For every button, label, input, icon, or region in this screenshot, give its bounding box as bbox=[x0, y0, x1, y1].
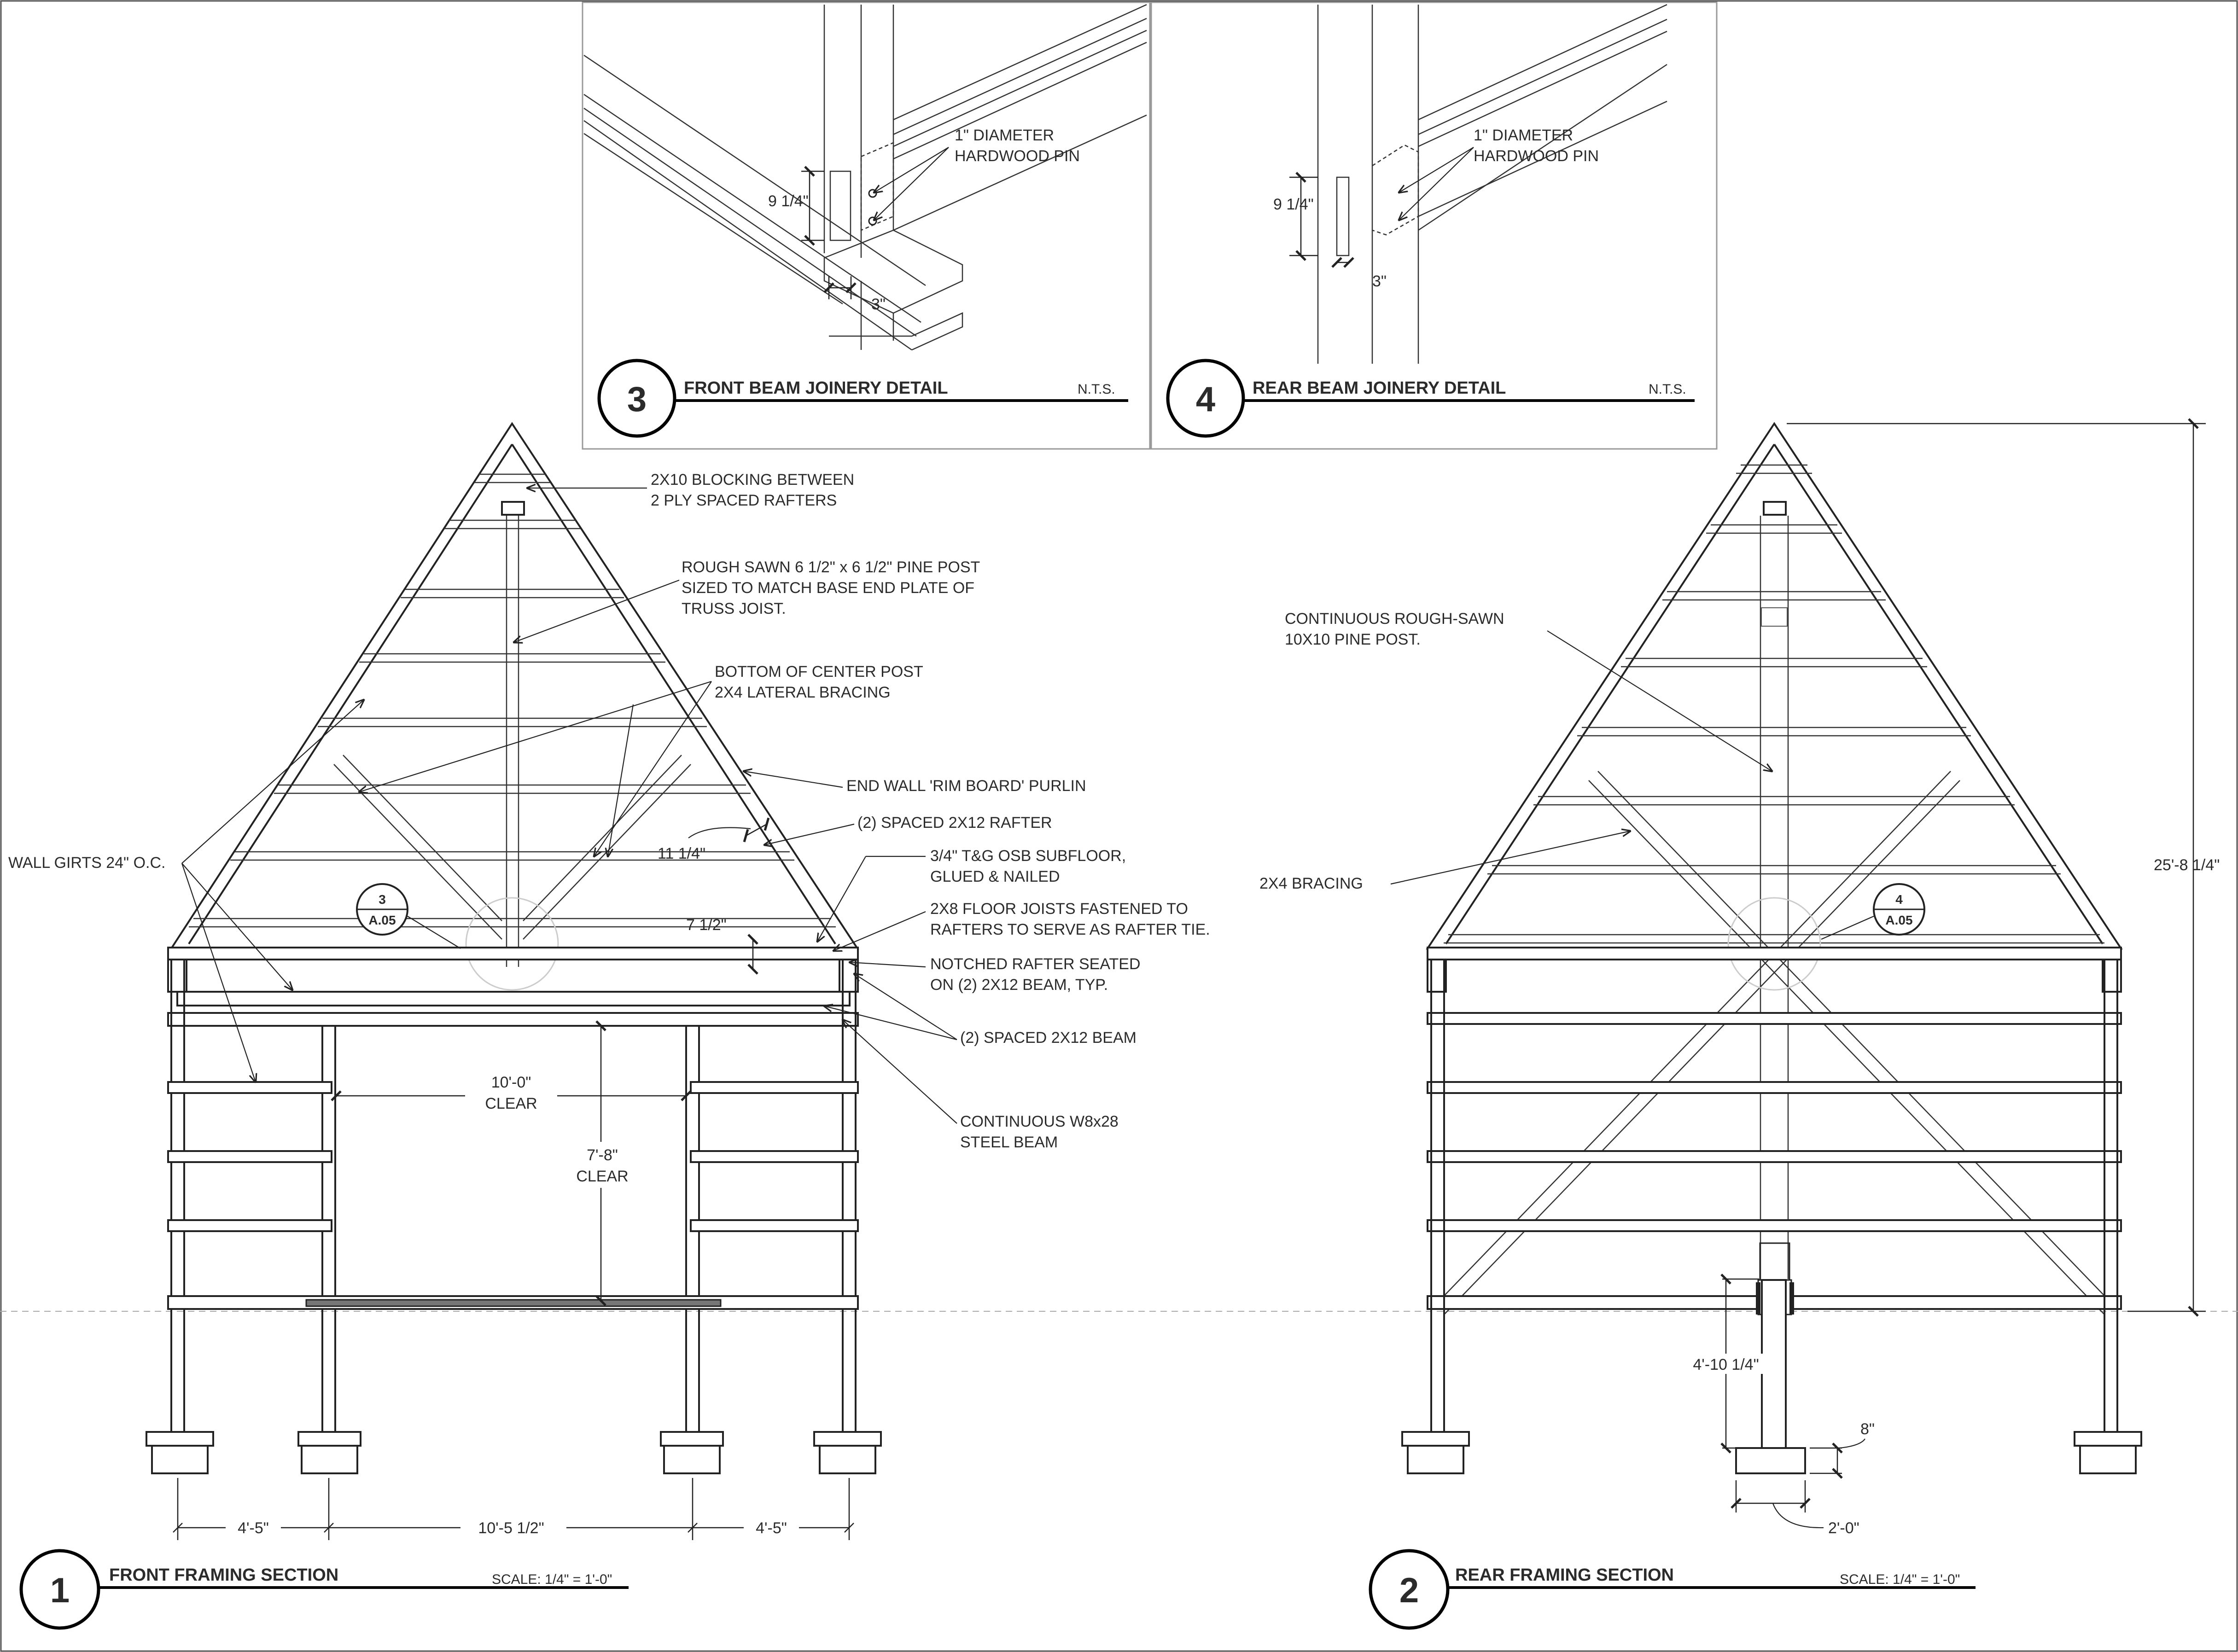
dim-bay-left: 4'-5" bbox=[238, 1519, 269, 1537]
callout-joists-2: RAFTERS TO SERVE AS RAFTER TIE. bbox=[930, 921, 1210, 938]
callout-bottom-post-2: 2X4 LATERAL BRACING bbox=[715, 684, 891, 701]
section-2-number: 2 bbox=[1399, 1571, 1419, 1610]
dim-joist-depth: 7 1/2" bbox=[686, 916, 727, 934]
detail-tag-4-sheet: A.05 bbox=[1885, 913, 1912, 927]
d3-number: 3 bbox=[627, 380, 647, 419]
section-1-number-circle bbox=[19, 1549, 100, 1630]
section-2-number-circle bbox=[1369, 1549, 1450, 1630]
section-1-title: FRONT FRAMING SECTION bbox=[109, 1565, 338, 1585]
callout-subfloor-1: 3/4" T&G OSB SUBFLOOR, bbox=[930, 847, 1126, 865]
dim-opening-width-2: CLEAR bbox=[485, 1095, 537, 1112]
callout-notched-2: ON (2) 2X12 BEAM, TYP. bbox=[930, 976, 1108, 994]
callout-rear-post-2: 10X10 PINE POST. bbox=[1285, 631, 1421, 648]
dim-opening-height-1: 7'-8" bbox=[587, 1146, 618, 1164]
detail-tag-3-sheet: A.05 bbox=[368, 913, 396, 927]
front-framing-section: 2X10 BLOCKING BETWEEN 2 PLY SPACED RAFTE… bbox=[8, 422, 1210, 1630]
callout-rafter: (2) SPACED 2X12 RAFTER bbox=[857, 814, 1052, 832]
callout-post-3: TRUSS JOIST. bbox=[682, 600, 786, 617]
d4-scale: N.T.S. bbox=[1649, 382, 1686, 397]
dim-rafter-depth: 11 1/4" bbox=[658, 845, 705, 862]
callout-subfloor-2: GLUED & NAILED bbox=[930, 868, 1060, 885]
section-1-number: 1 bbox=[50, 1571, 70, 1610]
d3-dim-height: 9 1/4" bbox=[768, 192, 809, 210]
dim-bay-center: 10'-5 1/2" bbox=[478, 1519, 544, 1537]
detail-3-panel: 1" DIAMETER HARDWOOD PIN 9 1/4" 3" 3 FRO… bbox=[582, 1, 1151, 450]
d4-pin-note-2: HARDWOOD PIN bbox=[1474, 147, 1599, 165]
dim-bay-right: 4'-5" bbox=[756, 1519, 787, 1537]
callout-joists-1: 2X8 FLOOR JOISTS FASTENED TO bbox=[930, 900, 1188, 918]
callout-bracing: 2X4 BRACING bbox=[1259, 875, 1363, 892]
d4-dim-height: 9 1/4" bbox=[1273, 196, 1314, 213]
callout-beam: (2) SPACED 2X12 BEAM bbox=[960, 1029, 1136, 1047]
section-2-scale: SCALE: 1/4" = 1'-0" bbox=[1840, 1572, 1960, 1587]
callout-post-1: ROUGH SAWN 6 1/2" x 6 1/2" PINE POST bbox=[682, 558, 980, 576]
callout-steel-2: STEEL BEAM bbox=[960, 1134, 1058, 1151]
d4-number-circle bbox=[1166, 359, 1245, 438]
d3-pin-note-2: HARDWOOD PIN bbox=[955, 147, 1080, 165]
section-2-title: REAR FRAMING SECTION bbox=[1455, 1565, 1674, 1585]
callout-notched-1: NOTCHED RAFTER SEATED bbox=[930, 955, 1141, 973]
callout-bottom-post-1: BOTTOM OF CENTER POST bbox=[715, 663, 923, 681]
dim-opening-height-2: CLEAR bbox=[576, 1168, 628, 1185]
d3-number-circle bbox=[597, 359, 676, 438]
d3-dim-width: 3" bbox=[871, 296, 886, 313]
dim-footing-width: 2'-0" bbox=[1828, 1519, 1859, 1537]
detail-tag-3-number: 3 bbox=[379, 892, 386, 907]
d4-dim-width: 3" bbox=[1372, 273, 1387, 290]
callout-girts: WALL GIRTS 24" O.C. bbox=[8, 854, 165, 872]
detail-4-panel: 1" DIAMETER HARDWOOD PIN 9 1/4" 3" 4 REA… bbox=[1150, 1, 1718, 450]
d4-number: 4 bbox=[1196, 380, 1215, 419]
dim-overall-height: 25'-8 1/4" bbox=[2154, 856, 2220, 874]
dim-pier-height: 4'-10 1/4" bbox=[1693, 1356, 1759, 1373]
dim-footing-depth: 8" bbox=[1860, 1420, 1875, 1438]
callout-post-2: SIZED TO MATCH BASE END PLATE OF bbox=[682, 579, 974, 597]
callout-purlin: END WALL 'RIM BOARD' PURLIN bbox=[846, 777, 1086, 795]
d3-pin-note-1: 1" DIAMETER bbox=[955, 127, 1054, 144]
callout-blocking-1: 2X10 BLOCKING BETWEEN bbox=[651, 471, 854, 489]
section-1-scale: SCALE: 1/4" = 1'-0" bbox=[492, 1572, 612, 1587]
dim-opening-width-1: 10'-0" bbox=[491, 1074, 531, 1091]
d4-pin-note-1: 1" DIAMETER bbox=[1474, 127, 1573, 144]
d3-title: FRONT BEAM JOINERY DETAIL bbox=[684, 378, 948, 398]
rear-framing-section: CONTINUOUS ROUGH-SAWN 10X10 PINE POST. 2… bbox=[1259, 418, 2220, 1630]
callout-blocking-2: 2 PLY SPACED RAFTERS bbox=[651, 492, 837, 509]
detail-tag-4-number: 4 bbox=[1895, 892, 1903, 907]
callout-rear-post-1: CONTINUOUS ROUGH-SAWN bbox=[1285, 610, 1504, 628]
d4-title: REAR BEAM JOINERY DETAIL bbox=[1253, 378, 1506, 398]
d3-scale: N.T.S. bbox=[1078, 382, 1115, 397]
callout-steel-1: CONTINUOUS W8x28 bbox=[960, 1113, 1119, 1130]
